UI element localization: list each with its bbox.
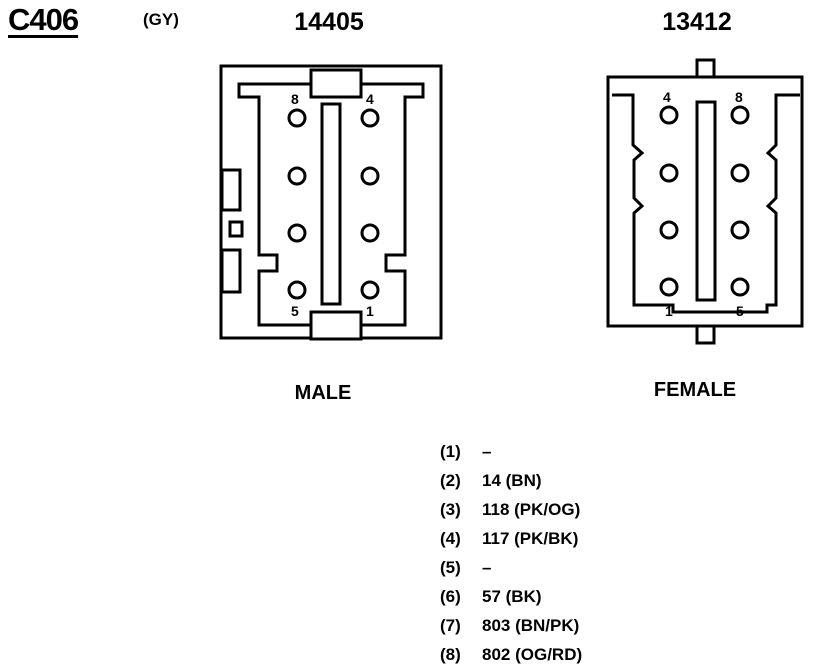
male-pin-4 [360,108,380,128]
female-pin-3 [659,163,679,183]
male-pin-8 [287,108,307,128]
male-left-tab-lower [220,248,242,294]
pin-circuit: 118 (PK/OG) [482,500,581,519]
female-pin-4 [659,105,679,125]
pin-number: (1) [440,442,461,461]
female-top-latch [695,58,716,80]
pin-circuit: 57 (BK) [482,587,542,606]
male-pin-label-top-right: 4 [366,91,374,107]
pin-circuit: 117 (PK/BK) [482,529,579,548]
female-pin-label-bottom-right: 5 [736,303,744,319]
male-pin-6 [287,223,307,243]
female-pin-1 [659,277,679,297]
pin-number: (8) [440,645,461,664]
pin-number: (4) [440,529,461,548]
male-pin-7 [287,166,307,186]
pin-circuit: – [482,558,492,577]
pin-number: (2) [440,471,461,490]
male-pin-1 [360,280,380,300]
pin-number: (3) [440,500,461,519]
pin-number: (7) [440,616,461,635]
male-pin-3 [360,166,380,186]
female-inner-cavity [612,93,800,314]
male-part-number: 14405 [294,8,364,36]
connector-color-code: (GY) [143,10,179,29]
male-pin-label-top-left: 8 [291,91,299,107]
connector-id: C406 [8,2,79,37]
pin-circuit: 14 (BN) [482,471,542,490]
male-pin-label-bottom-left: 5 [291,303,299,319]
female-connector-face [606,58,804,345]
pinout-row: (5) – [440,553,582,582]
male-pin-label-bottom-right: 1 [366,303,374,319]
male-left-key [228,220,244,238]
male-bottom-latch [309,310,363,341]
male-top-latch [309,68,363,99]
male-left-tab-upper [220,168,242,212]
female-pin-label-top-right: 8 [735,89,743,105]
pinout-list: (1) – (2) 14 (BN) (3) 118 (PK/OG) (4) 11… [440,437,582,669]
male-label: MALE [294,382,352,404]
pinout-row: (3) 118 (PK/OG) [440,495,582,524]
female-center-divider [695,100,717,302]
male-inner-cavity [237,82,425,327]
female-bottom-latch [695,323,716,345]
pinout-row: (6) 57 (BK) [440,582,582,611]
female-pin-6 [730,220,750,240]
female-label: FEMALE [653,379,737,401]
female-outer-shell [606,75,804,328]
female-pin-5 [730,277,750,297]
female-pin-7 [730,163,750,183]
pin-number: (6) [440,587,461,606]
pinout-row: (4) 117 (PK/BK) [440,524,582,553]
male-pin-5 [287,280,307,300]
female-pin-2 [659,220,679,240]
female-part-number: 13412 [662,8,732,36]
female-pin-label-bottom-left: 1 [665,303,673,319]
male-center-divider [320,102,342,306]
pin-number: (5) [440,558,461,577]
male-outer-shell [219,64,443,340]
pinout-row: (7) 803 (BN/PK) [440,611,582,640]
pin-circuit: 802 (OG/RD) [482,645,583,664]
female-pin-label-top-left: 4 [663,89,671,105]
pinout-row: (8) 802 (OG/RD) [440,640,582,669]
female-pin-8 [730,105,750,125]
pinout-row: (2) 14 (BN) [440,466,582,495]
male-pin-2 [360,223,380,243]
pin-circuit: – [482,442,492,461]
pinout-row: (1) – [440,437,582,466]
male-connector-face [219,64,443,341]
pin-circuit: 803 (BN/PK) [482,616,580,635]
